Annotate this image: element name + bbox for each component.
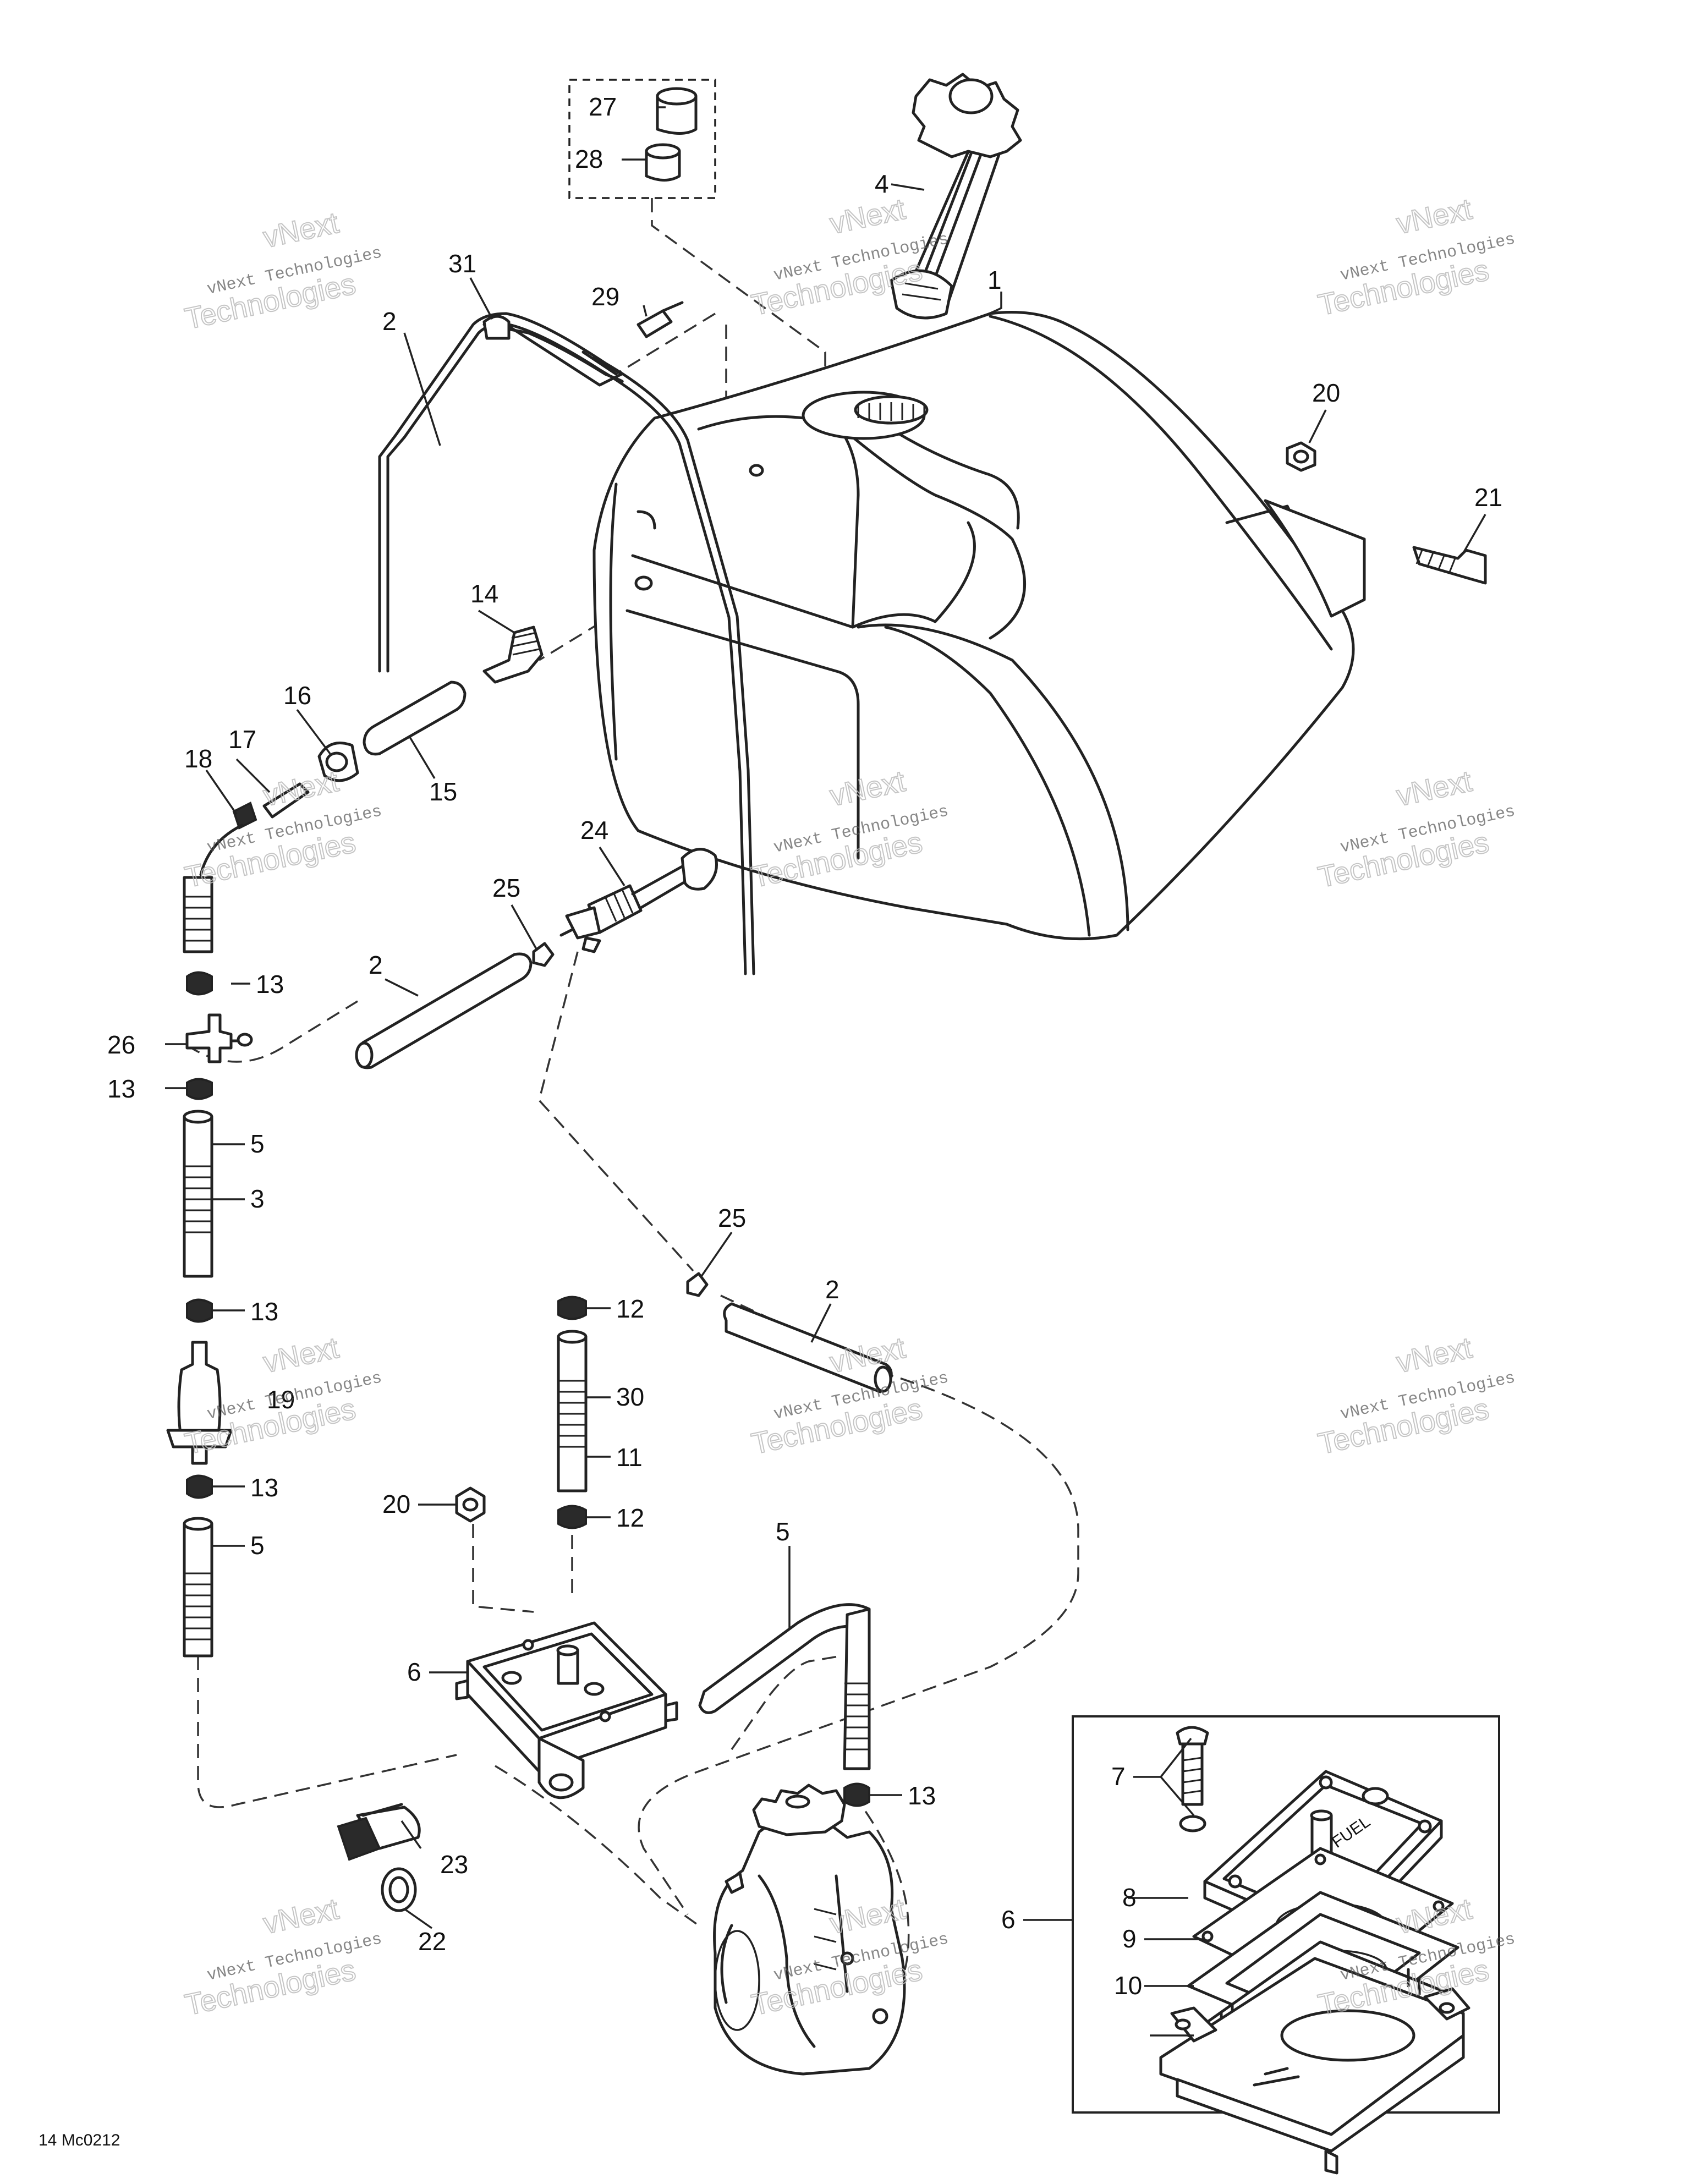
callout-2-top: 2 xyxy=(382,307,397,336)
callout-27: 27 xyxy=(589,92,617,121)
callout-25-lower: 25 xyxy=(718,1204,746,1232)
callout-13-b: 13 xyxy=(107,1074,135,1103)
callout-17: 17 xyxy=(228,725,256,754)
callout-6-pump: 6 xyxy=(407,1658,421,1686)
fuel-pump xyxy=(455,1621,678,1799)
callout-26: 26 xyxy=(107,1030,135,1059)
svg-text:vNext: vNext xyxy=(1393,1331,1475,1379)
callout-2-middle: 2 xyxy=(369,951,383,979)
callout-13-e: 13 xyxy=(908,1781,936,1810)
callout-20-top: 20 xyxy=(1312,378,1340,407)
assembly-guide-lines xyxy=(186,198,1079,2004)
callout-2-lower: 2 xyxy=(825,1275,839,1304)
callout-31: 31 xyxy=(448,249,476,278)
callout-16: 16 xyxy=(283,681,311,710)
callout-4: 4 xyxy=(875,169,889,198)
svg-text:vNext: vNext xyxy=(260,1892,342,1940)
fuel-level-sender xyxy=(890,73,1022,320)
svg-text:vNext: vNext xyxy=(1393,765,1475,813)
callout-6-detail: 6 xyxy=(1001,1905,1016,1934)
callout-7: 7 xyxy=(1111,1762,1126,1791)
callout-12-bottom: 12 xyxy=(616,1503,644,1532)
svg-text:vNext: vNext xyxy=(260,1331,342,1379)
callout-11: 11 xyxy=(616,1443,643,1472)
cap-parts-box xyxy=(568,79,716,199)
svg-text:vNext: vNext xyxy=(260,206,342,254)
callout-22: 22 xyxy=(418,1927,446,1956)
callout-3: 3 xyxy=(250,1184,265,1213)
callout-28: 28 xyxy=(575,145,603,173)
callout-23: 23 xyxy=(440,1850,468,1879)
callout-20-lower: 20 xyxy=(382,1490,410,1518)
callout-14: 14 xyxy=(470,579,498,608)
callout-1: 1 xyxy=(987,266,1002,294)
callout-25-upper: 25 xyxy=(492,874,520,902)
callout-9: 9 xyxy=(1122,1924,1137,1953)
callout-13-d: 13 xyxy=(250,1473,278,1502)
pump-detail-box: FUEL xyxy=(1072,1715,1500,2175)
callout-30: 30 xyxy=(616,1382,644,1411)
callout-labels: 1 2 2 2 3 4 5 5 5 6 6 7 8 9 10 11 12 12 … xyxy=(107,92,1502,2000)
leader-lines xyxy=(165,106,1486,2037)
callout-5-upper: 5 xyxy=(250,1129,265,1158)
fuel-tank xyxy=(592,311,1366,941)
callout-19: 19 xyxy=(267,1385,295,1414)
svg-text:vNext: vNext xyxy=(260,765,342,813)
watermark-10: vNext vNext Technologies Technologies xyxy=(182,1892,384,2022)
watermark-4: vNext vNext Technologies Technologies xyxy=(182,764,384,895)
callout-13-c: 13 xyxy=(250,1297,278,1326)
svg-text:vNext: vNext xyxy=(827,193,908,240)
callout-12-top: 12 xyxy=(616,1294,644,1323)
callout-5-lower: 5 xyxy=(250,1531,265,1560)
carburetor xyxy=(713,1784,906,2076)
callout-8: 8 xyxy=(1122,1883,1137,1912)
lower-lines xyxy=(455,1272,893,1807)
small-parts xyxy=(183,301,1487,953)
watermark-9: vNext vNext Technologies Technologies xyxy=(1315,1331,1517,1461)
primer xyxy=(337,1803,421,1912)
diagram-code: 14 Mc0212 xyxy=(39,2131,120,2149)
fuel-valve xyxy=(355,848,718,1069)
svg-text:vNext: vNext xyxy=(1393,193,1475,240)
callout-24: 24 xyxy=(580,816,608,844)
callout-21: 21 xyxy=(1474,483,1502,512)
watermark-1: vNext vNext Technologies Technologies xyxy=(182,206,384,336)
callout-18: 18 xyxy=(184,744,212,773)
callout-29: 29 xyxy=(591,282,619,311)
watermark-6: vNext vNext Technologies Technologies xyxy=(1315,764,1517,895)
callout-13-a: 13 xyxy=(256,970,284,998)
callout-15: 15 xyxy=(429,777,457,806)
callout-5-elbow: 5 xyxy=(776,1517,790,1546)
fuel-line-left-stack xyxy=(166,971,253,1658)
callout-10: 10 xyxy=(1114,1971,1142,2000)
watermark-3: vNext vNext Technologies Technologies xyxy=(1315,192,1517,322)
svg-text:vNext: vNext xyxy=(827,1331,908,1379)
